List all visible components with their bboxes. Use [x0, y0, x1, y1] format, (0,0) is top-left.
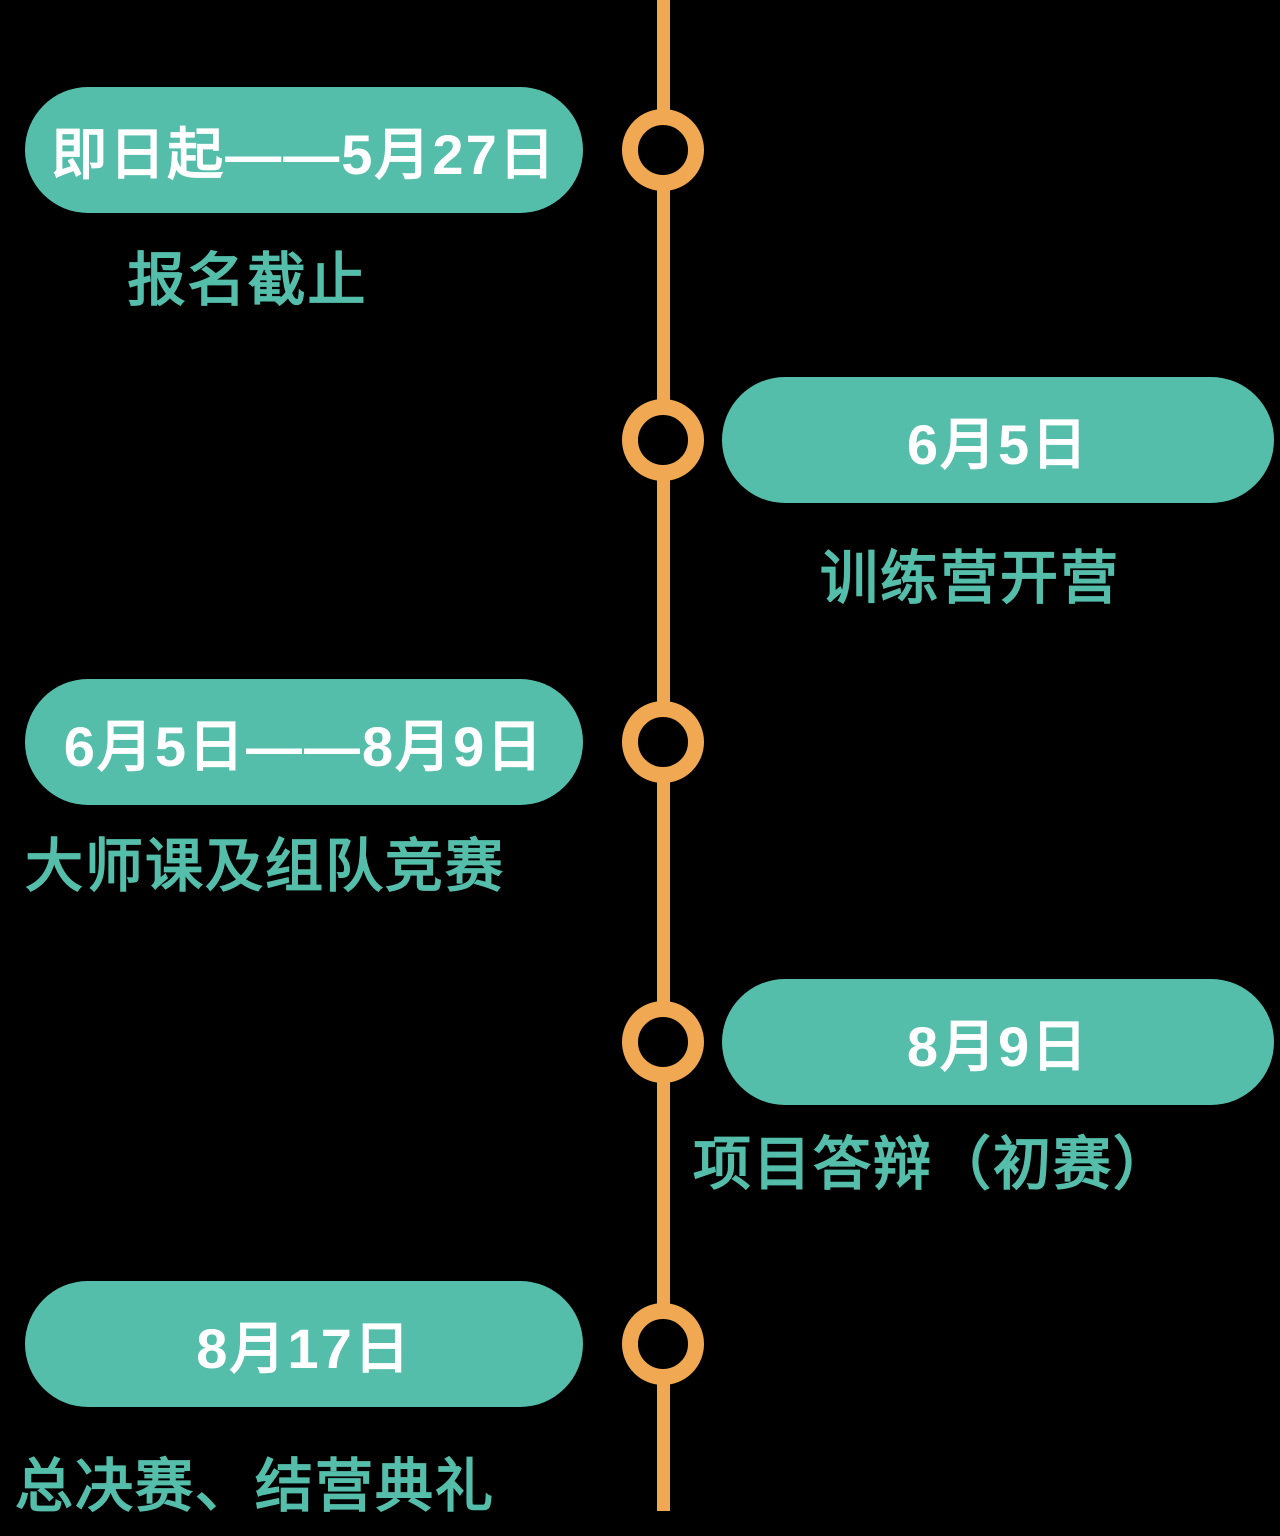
timeline-node-ring: [622, 109, 704, 191]
date-pill: 8月17日: [25, 1281, 583, 1407]
stage-caption: 训练营开营: [819, 546, 1120, 611]
timeline-node-ring: [622, 1001, 704, 1083]
date-pill: 即日起——5月27日: [25, 87, 583, 213]
date-pill: 6月5日: [722, 377, 1274, 503]
date-pill: 8月9日: [722, 979, 1274, 1105]
stage-caption: 总决赛、结营典礼: [15, 1454, 496, 1519]
timeline-node-ring: [622, 399, 704, 481]
stage-caption: 大师课及组队竞赛: [25, 834, 506, 899]
stage-caption: 报名截止: [127, 248, 368, 313]
timeline-node-ring: [622, 1303, 704, 1385]
stage-caption: 项目答辩（初赛）: [693, 1132, 1174, 1197]
date-pill: 6月5日——8月9日: [25, 679, 583, 805]
timeline-node-ring: [622, 701, 704, 783]
